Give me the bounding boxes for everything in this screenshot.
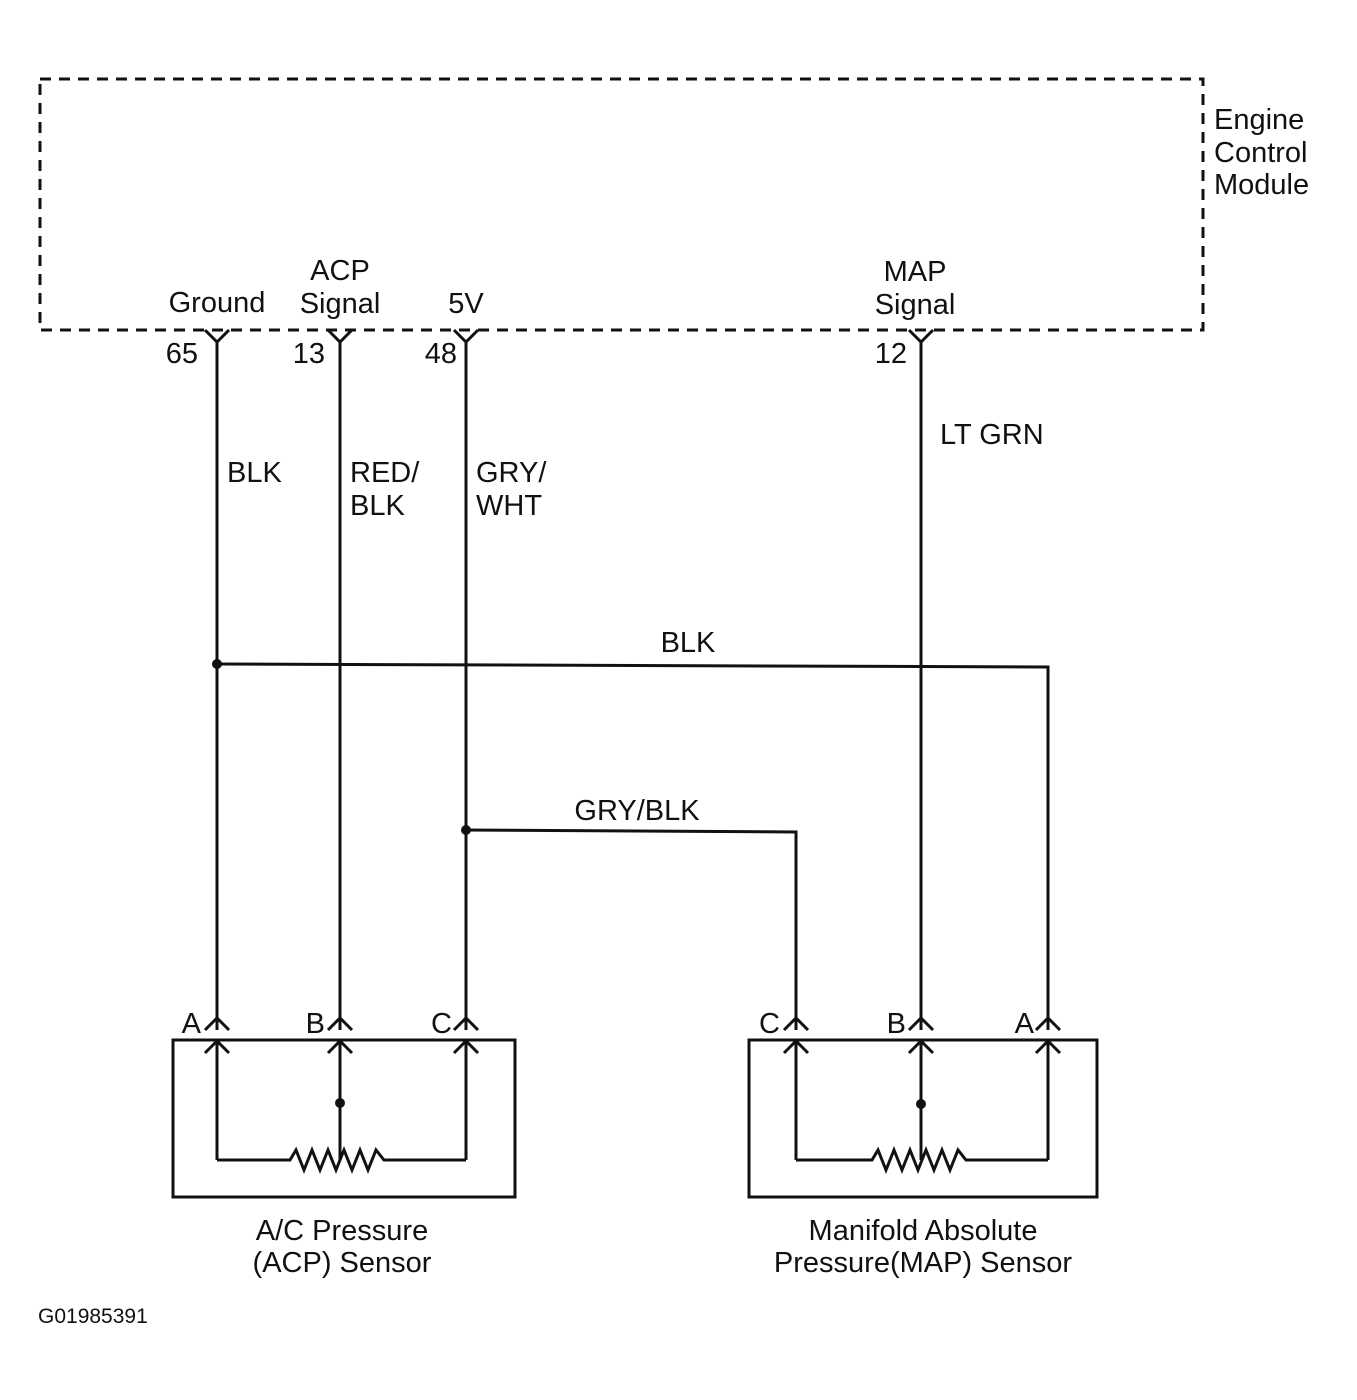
ground-splice-dot	[212, 659, 222, 669]
ecm-name-line-2: Control	[1214, 137, 1308, 169]
wire-ground-color: BLK	[227, 457, 282, 489]
acp-terminal-c: C	[431, 1008, 452, 1040]
ecm-name-line-3: Module	[1214, 169, 1309, 201]
acp-terminal-b: B	[306, 1008, 325, 1040]
pin-map-signal-number: 12	[875, 338, 907, 370]
map-internal-arrow-c	[782, 1038, 810, 1160]
figure-id: G01985391	[38, 1305, 148, 1328]
acp-sensor-name-2: (ACP) Sensor	[253, 1247, 432, 1279]
pin-acp-signal-number: 13	[293, 338, 325, 370]
pin-5v-number: 48	[425, 338, 457, 370]
acp-terminal-a: A	[182, 1008, 202, 1040]
wire-map-signal-color: LT GRN	[940, 419, 1044, 451]
acp-connector-a	[203, 1015, 231, 1032]
map-sensor: C B A Manifold Absolute Pressure(MAP) Se…	[747, 1008, 1099, 1279]
pin-acp-signal-label-1: ACP	[310, 255, 370, 287]
pin-acp-signal-label-2: Signal	[300, 288, 381, 320]
ecm-connector-65	[203, 328, 231, 345]
acp-connector-c	[452, 1015, 480, 1032]
wire-reference-splice-color: GRY/BLK	[574, 795, 700, 827]
map-sensor-body	[747, 1038, 1099, 1199]
pin-ground-label: Ground	[169, 287, 266, 319]
map-internal-arrow-a	[1034, 1038, 1062, 1160]
wire-5v-color-2: WHT	[476, 490, 542, 522]
wire-acp-signal-color-1: RED/	[350, 457, 420, 489]
reference-splice-dot	[461, 825, 471, 835]
map-wiper-dot	[916, 1099, 926, 1109]
acp-sensor-body	[171, 1038, 517, 1199]
map-sensor-name-2: Pressure(MAP) Sensor	[774, 1247, 1072, 1279]
ecm-connector-12	[907, 328, 935, 345]
acp-potentiometer	[217, 1145, 466, 1175]
pin-map-signal-label-1: MAP	[884, 256, 947, 288]
map-connector-a	[1034, 1015, 1062, 1032]
map-potentiometer	[796, 1145, 1048, 1175]
wire-ground-splice-color: BLK	[661, 627, 716, 659]
acp-internal-arrow-c	[452, 1038, 480, 1160]
map-sensor-name-1: Manifold Absolute	[809, 1215, 1038, 1247]
ecm-module-outline	[38, 77, 1205, 332]
ecm-connector-13	[326, 328, 354, 345]
ecm-name-line-1: Engine	[1214, 104, 1304, 136]
map-terminal-a: A	[1015, 1008, 1035, 1040]
wire-5v-color-1: GRY/	[476, 457, 547, 489]
map-connector-b	[907, 1015, 935, 1032]
pin-5v-label: 5V	[448, 288, 484, 320]
ecm-connector-48	[452, 328, 480, 345]
wire-acp-signal-color-2: BLK	[350, 490, 405, 522]
acp-wiper-dot	[335, 1098, 345, 1108]
acp-internal-arrow-a	[203, 1038, 231, 1160]
acp-connector-b	[326, 1015, 354, 1032]
map-terminal-c: C	[759, 1008, 780, 1040]
acp-sensor-name-1: A/C Pressure	[256, 1215, 428, 1247]
map-terminal-b: B	[887, 1008, 906, 1040]
map-connector-c	[782, 1015, 810, 1032]
wire-ground-splice-blk	[216, 662, 1050, 1030]
wire-reference-splice-gry-blk	[465, 828, 798, 1030]
acp-sensor: A B C A/C Pressure (ACP) Sensor	[171, 1008, 517, 1279]
pin-map-signal-label-2: Signal	[875, 289, 956, 321]
pin-ground-number: 65	[166, 338, 198, 370]
